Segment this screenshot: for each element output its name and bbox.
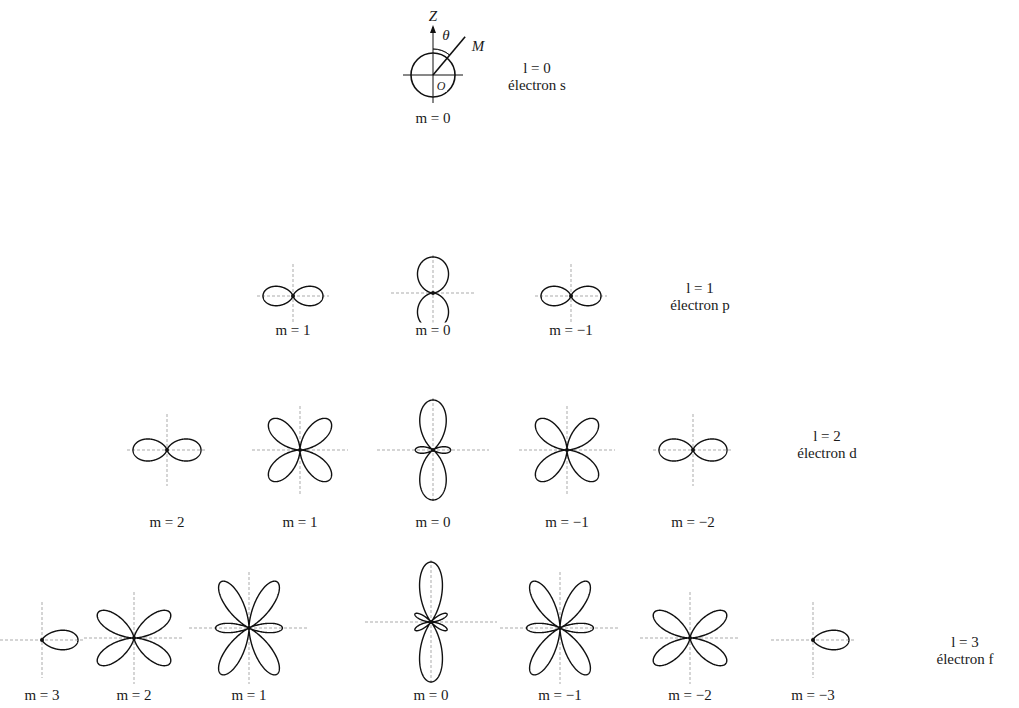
orbital-lobes [257, 264, 329, 328]
axis-label: M [471, 39, 486, 54]
orbital-label: électron d [796, 446, 858, 461]
orbital-label: m = −1 [537, 688, 583, 703]
orbital-lobes [771, 602, 855, 678]
orbital-label: m = 2 [148, 515, 185, 530]
orbital-lobes [252, 406, 348, 494]
orbital-label: l = 2 [812, 429, 842, 444]
orbital-lobes [189, 572, 309, 684]
orbital-lobes [84, 592, 184, 684]
orbital-label: m = −1 [548, 323, 594, 338]
orbital-label: m = 0 [412, 688, 449, 703]
orbital-lobes [127, 414, 207, 486]
orbital-label: électron s [507, 78, 567, 93]
orbital-lobes [640, 592, 740, 684]
orbital-label: m = 1 [274, 323, 311, 338]
orbital-label: m = −2 [667, 688, 713, 703]
orbital-lobes [500, 572, 620, 684]
orbital-label: m = −2 [670, 515, 716, 530]
orbital-lobes [535, 264, 607, 328]
orbital-lobes [519, 406, 615, 494]
orbital-label: m = 2 [115, 688, 152, 703]
orbital-label: m = −3 [790, 688, 836, 703]
orbital-label: l = 3 [950, 635, 980, 650]
orbital-label: m = 3 [23, 688, 60, 703]
orbital-label: m = −1 [544, 515, 590, 530]
orbital-lobes [391, 255, 475, 331]
orbital-lobes [0, 602, 84, 678]
axis-label: θ [441, 28, 450, 43]
orbital-lobes [377, 398, 489, 502]
orbital-label: l = 0 [522, 61, 552, 76]
orbital-label: m = 0 [414, 111, 451, 126]
orbital-lobes [653, 414, 733, 486]
orbital-label: l = 1 [685, 281, 715, 296]
orbital-label: m = 0 [414, 323, 451, 338]
orbital-label: électron p [669, 298, 731, 313]
orbital-label: m = 1 [281, 515, 318, 530]
orbital-label: électron f [935, 652, 994, 667]
s-orbital [403, 25, 465, 103]
orbital-lobes [365, 560, 497, 684]
orbital-label: m = 0 [414, 515, 451, 530]
axis-label: Z [428, 9, 438, 24]
axis-label: O [436, 80, 447, 92]
orbital-label: m = 1 [230, 688, 267, 703]
